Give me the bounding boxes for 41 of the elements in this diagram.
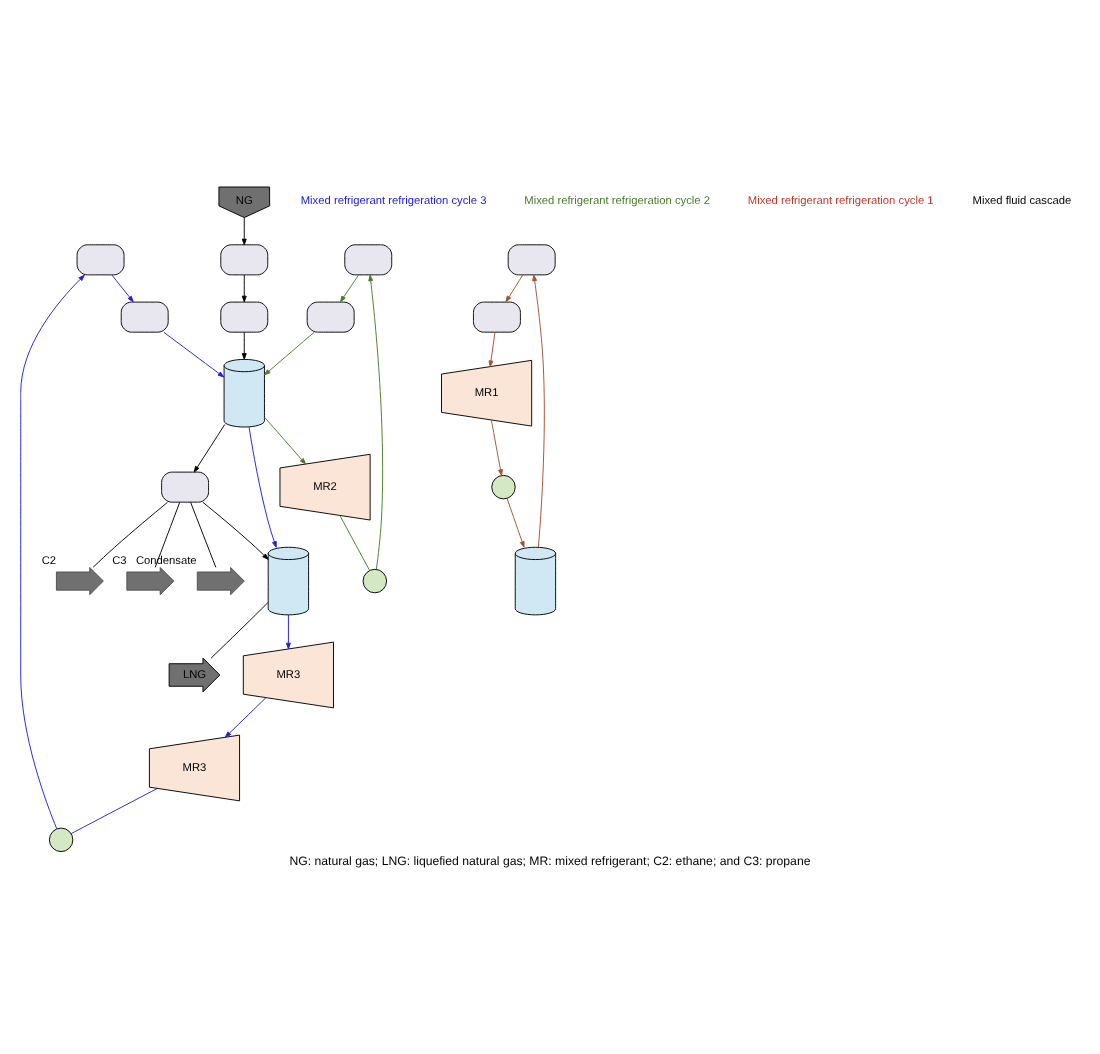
node-box — [472, 300, 521, 332]
connector — [154, 501, 181, 567]
arrow — [532, 273, 545, 547]
arrow — [241, 216, 247, 245]
node-box — [507, 243, 556, 275]
connector — [339, 514, 370, 570]
node-circle — [362, 567, 388, 593]
arrow — [111, 273, 134, 302]
arrow — [248, 425, 277, 547]
node-box — [220, 300, 269, 332]
node-arrow — [55, 566, 104, 595]
arrow — [368, 273, 384, 569]
arrow — [163, 330, 225, 377]
arrow — [241, 330, 247, 359]
node-box — [76, 243, 125, 275]
node-circle — [491, 473, 516, 499]
arrow — [285, 613, 291, 649]
node-box — [120, 300, 169, 332]
arrow — [488, 330, 496, 367]
arrow — [241, 273, 247, 302]
node-box — [161, 470, 210, 502]
arrow — [202, 500, 269, 559]
node-box — [306, 300, 355, 332]
arrow — [490, 418, 503, 475]
arrow — [193, 423, 226, 472]
arrow — [20, 273, 85, 829]
arrow — [264, 415, 306, 464]
arrow — [505, 273, 524, 302]
node-arrow — [126, 566, 175, 595]
arrow — [264, 330, 315, 375]
node-box — [344, 243, 393, 275]
node-circle — [48, 826, 74, 852]
node-arrow — [196, 566, 245, 595]
arrow — [506, 497, 525, 547]
connector — [210, 601, 269, 658]
connector — [92, 500, 168, 567]
arrow — [224, 696, 267, 737]
connector — [190, 501, 217, 567]
node-box — [220, 243, 269, 275]
arrow — [340, 273, 360, 302]
connector — [70, 786, 158, 834]
